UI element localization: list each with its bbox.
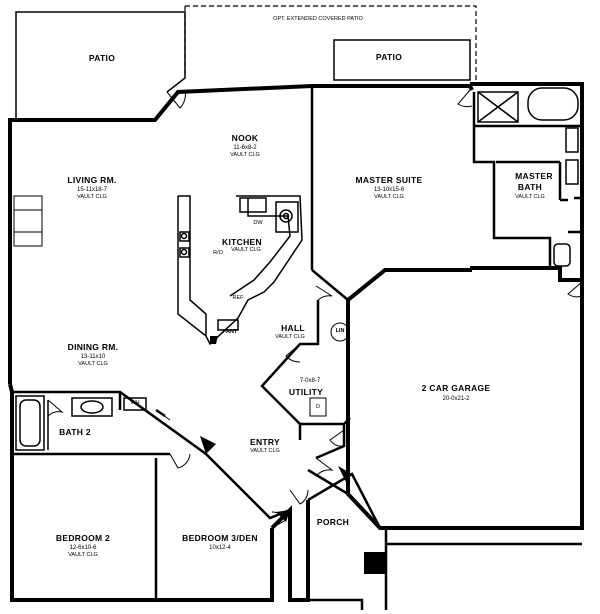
dining-name: DINING RM. (67, 342, 119, 352)
utility-fixtures (309, 322, 350, 417)
bath2-fixtures (15, 395, 147, 451)
patio-right (333, 39, 471, 81)
master-bath-fixtures (477, 87, 579, 267)
utility-dims: 7-0x8-7 (299, 378, 321, 384)
refrigerator-label: REF (232, 295, 244, 301)
pantry-wall (210, 336, 218, 344)
dining-ceiling: VAULT CLG (78, 361, 108, 367)
garage-dims: 20-0x21-2 (442, 396, 470, 402)
master-suite-dims: 13-10x15-6 (373, 187, 405, 193)
pantry-label: PANT (222, 329, 238, 335)
porch-name: PORCH (316, 517, 350, 527)
bedroom2-ceiling: VAULT CLG (68, 552, 98, 558)
nook-name: NOOK (231, 133, 259, 143)
master-suite-name: MASTER SUITE (355, 175, 423, 185)
hall-ceiling: VAULT CLG (275, 334, 305, 340)
entry-name: ENTRY (250, 437, 280, 447)
linen-label: LIN (335, 328, 345, 334)
living-dims: 15-11x18-7 (77, 187, 107, 193)
entry-ceiling: VAULT CLG (250, 448, 280, 454)
bedroom2-name: BEDROOM 2 (55, 533, 111, 543)
kitchen-counters (177, 195, 303, 346)
bedroom2-dims: 12-6x10-6 (69, 545, 97, 551)
master-suite-ceiling: VAULT CLG (374, 194, 404, 200)
nook-ceiling: VAULT CLG (230, 152, 260, 158)
master-bath-name2: BATH (517, 182, 543, 192)
utility-name: UTILITY (288, 387, 324, 397)
kitchen-ceiling: VAULT CLG (231, 247, 261, 253)
dining-dims: 13-11x10 (80, 354, 106, 360)
water-heater-label: WH (130, 400, 140, 406)
living-wall-feature (13, 195, 43, 247)
dryer-label: D (316, 404, 320, 410)
door-swings (47, 89, 583, 529)
dark-wall-pieces (200, 436, 386, 574)
living-name: LIVING RM. (67, 175, 117, 185)
living-ceiling: VAULT CLG (77, 194, 107, 200)
bedroom3-dims: 10x12-4 (209, 545, 231, 551)
dw-label: DW (253, 220, 263, 226)
kitchen-name: KITCHEN (222, 237, 262, 247)
bedroom3-name: BEDROOM 3/DEN (182, 533, 258, 543)
extended-patio-label: OPT. EXTENDED COVERED PATIO (273, 16, 363, 22)
master-bath-name: MASTER (515, 171, 553, 181)
bath2-name: BATH 2 (59, 427, 91, 437)
garage-name: 2 CAR GARAGE (421, 383, 491, 393)
range-oven-label: R/O (213, 250, 223, 256)
patio-left (15, 11, 186, 118)
patio-right-label: PATIO (375, 52, 403, 62)
hall-name: HALL (281, 323, 305, 333)
master-bath-ceiling: VAULT CLG (515, 194, 545, 200)
patio-left-label: PATIO (88, 53, 116, 63)
nook-dims: 11-6x8-2 (233, 145, 257, 151)
